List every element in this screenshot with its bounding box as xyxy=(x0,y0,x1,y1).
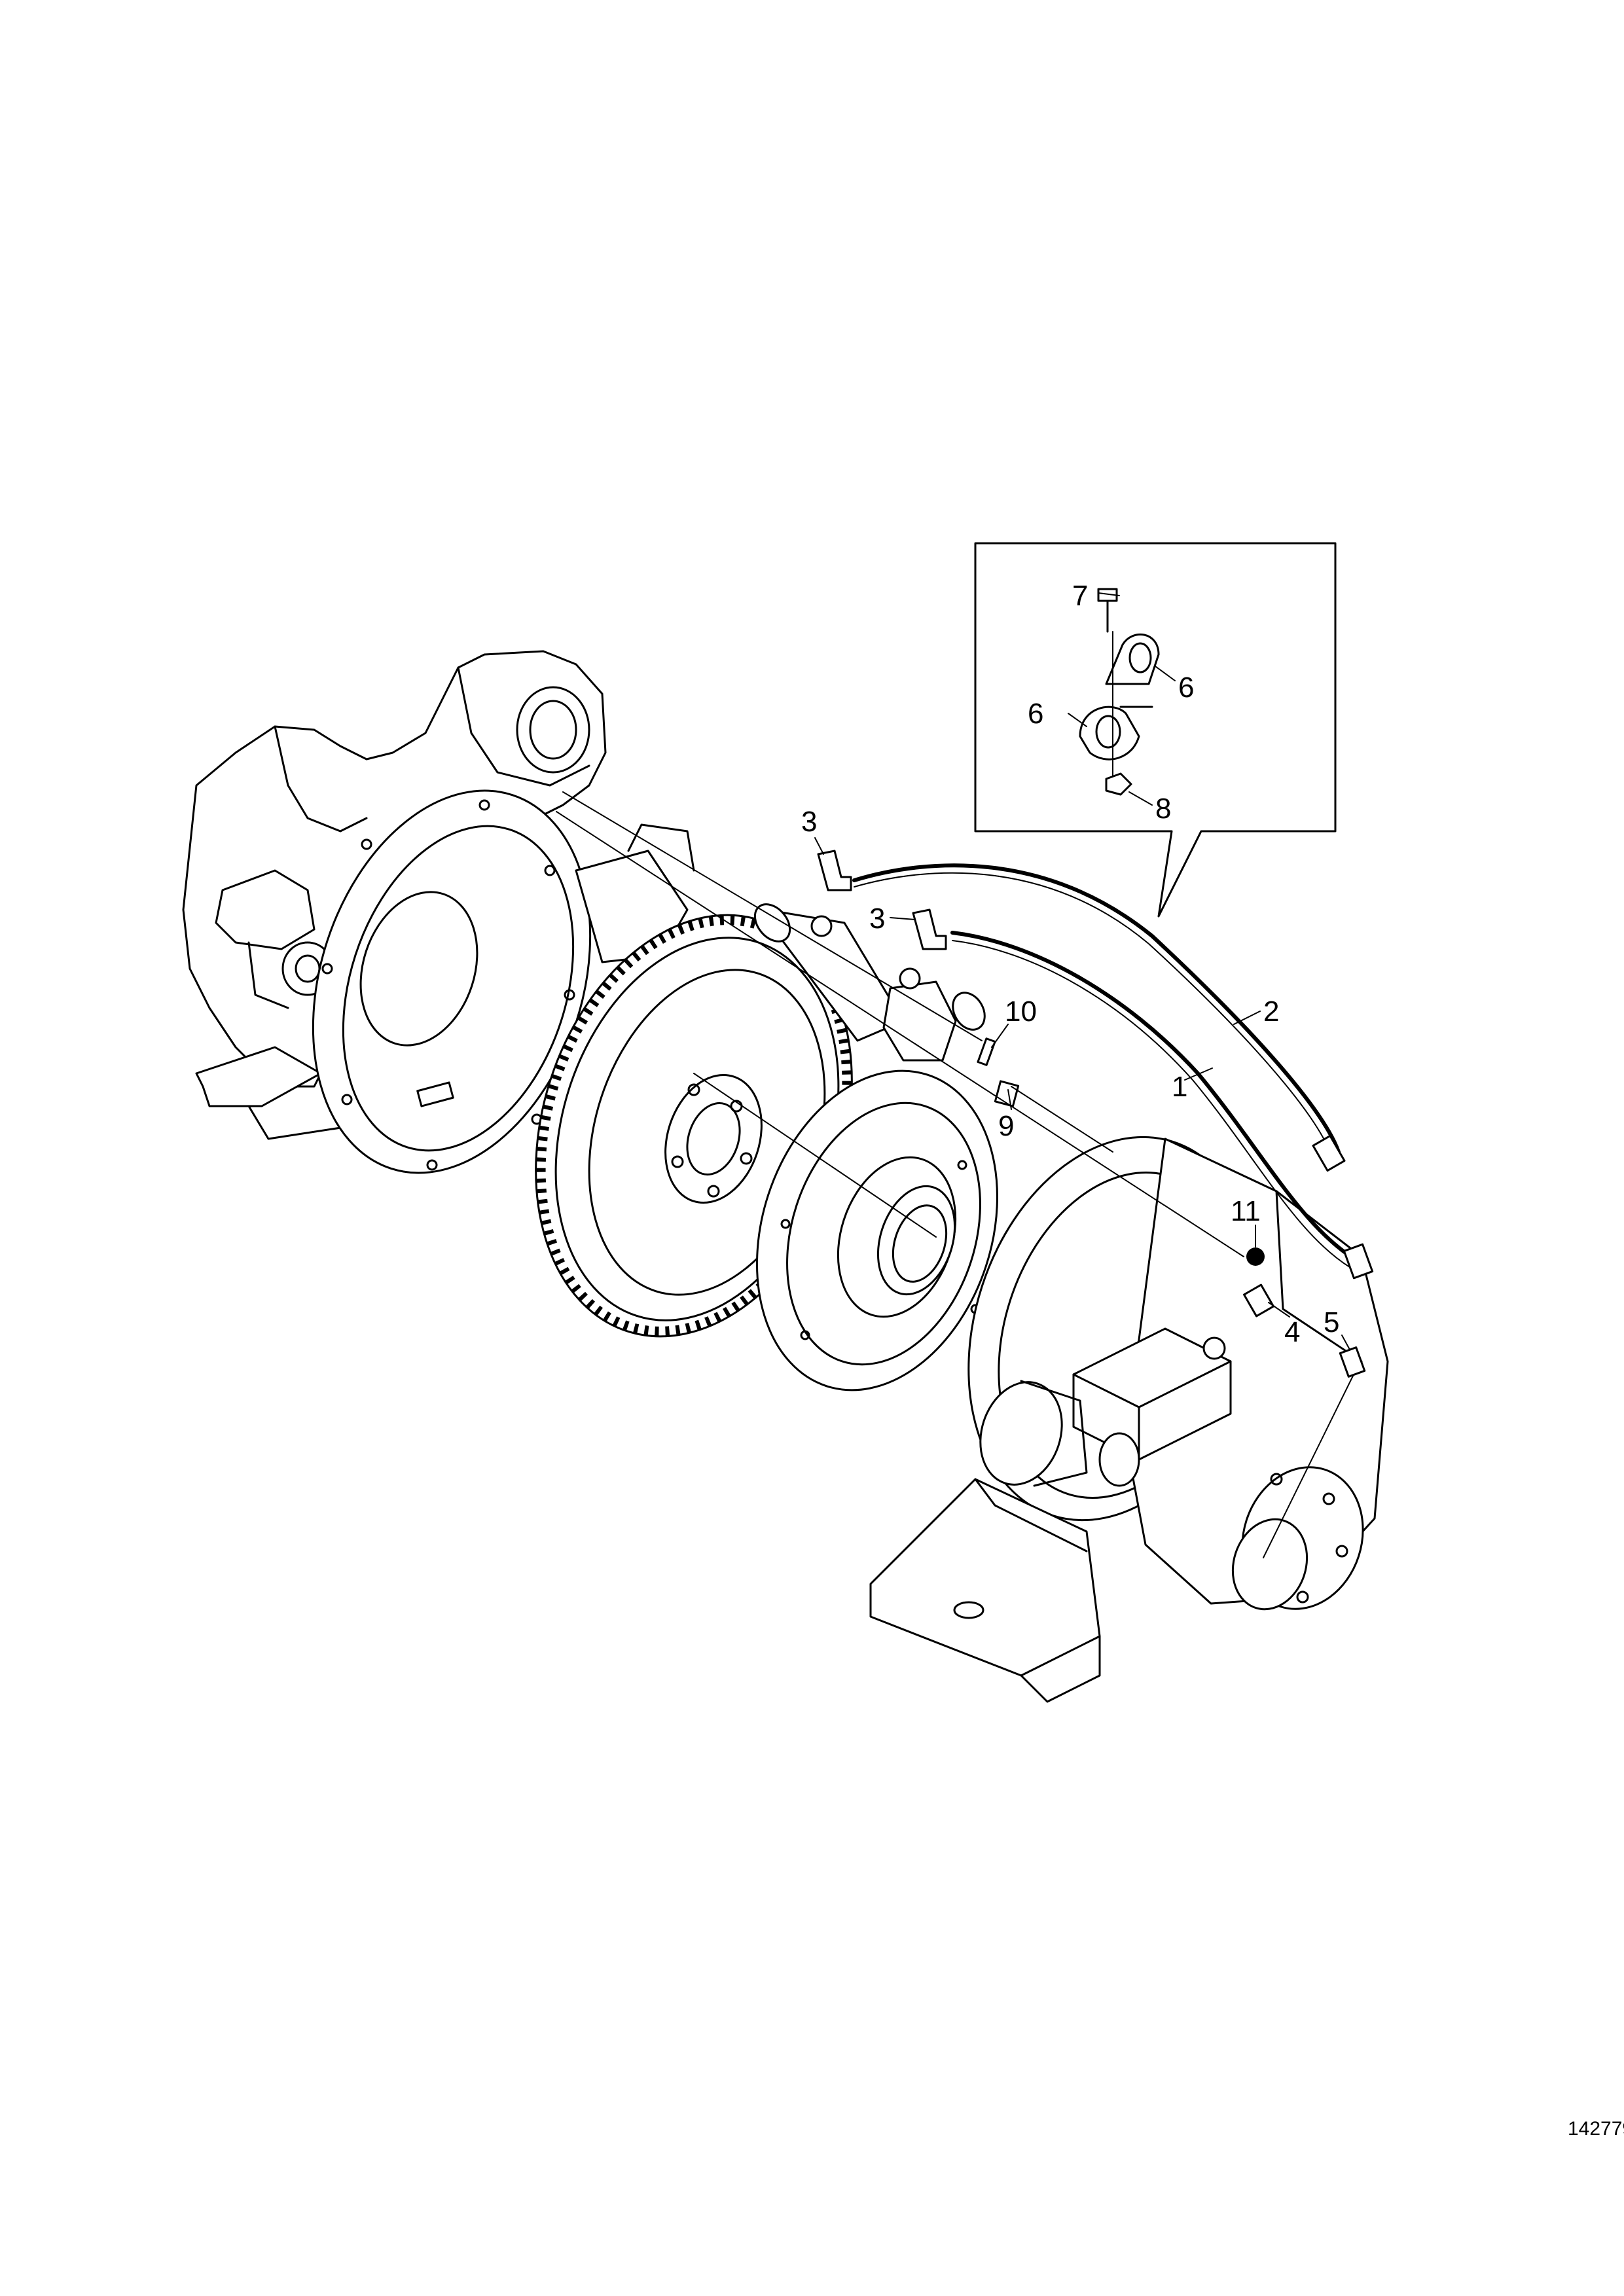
assembly-axis-lines xyxy=(556,791,1244,1257)
callout-10: 10 xyxy=(1005,996,1037,1028)
marine-gearbox xyxy=(869,1136,1389,1703)
callout-6-lower: 6 xyxy=(1028,698,1043,730)
callout-4: 4 xyxy=(1284,1316,1300,1348)
housing-bolt-holes xyxy=(321,799,575,1171)
callout-2: 2 xyxy=(1263,996,1279,1028)
callout-3-upper: 3 xyxy=(801,806,817,838)
callout-5: 5 xyxy=(1324,1306,1339,1338)
callout-9: 9 xyxy=(998,1110,1014,1142)
callout-1: 1 xyxy=(1172,1071,1187,1103)
callout-6-upper: 6 xyxy=(1178,672,1194,704)
callout-leaders xyxy=(814,592,1354,1558)
hose-2 xyxy=(852,863,1341,1158)
callout-3-lower: 3 xyxy=(869,903,885,935)
callout-11: 11 xyxy=(1231,1195,1261,1227)
flexible-coupling xyxy=(756,1069,998,1391)
callout-8: 8 xyxy=(1155,793,1171,825)
oil-cooler xyxy=(753,903,986,1062)
flywheel-housing xyxy=(182,650,695,1174)
hose-1 xyxy=(950,931,1363,1272)
callout-7: 7 xyxy=(1072,580,1088,612)
detail-inset xyxy=(974,542,1337,918)
drawing-reference-number: 142779 xyxy=(1568,2118,1624,2140)
